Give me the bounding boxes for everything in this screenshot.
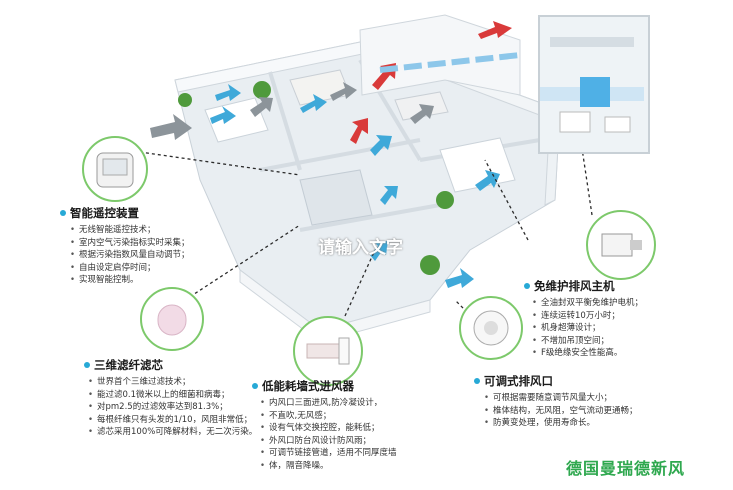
feature-item: 防黄变处理，使用寿命长。: [484, 417, 638, 430]
main-unit-callout: [538, 15, 650, 154]
feature-remote-control: 智能遥控装置 无线智能遥控技术； 室内空气污染指标实时采集； 根据污染指数风量自…: [60, 205, 190, 287]
feature-item: F级绝缘安全性能高。: [532, 347, 643, 360]
feature-item: 设有气体交换控腔，能耗低；: [260, 422, 397, 435]
wall-inlet-image: [293, 316, 363, 386]
feature-item: 连续运转10万小时；: [532, 310, 643, 323]
bullet-dot-icon: [474, 378, 480, 384]
feature-item: 实现智能控制。: [70, 274, 190, 287]
exhaust-vent-image: [459, 296, 523, 360]
feature-exhaust-unit: 免维护排风主机 全油封双平衡免维护电机； 连续运转10万小时； 机身超薄设计； …: [524, 278, 643, 360]
feature-item: 体，隔音降噪。: [260, 460, 397, 473]
feature-item: 室内空气污染指标实时采集；: [70, 237, 190, 250]
feature-item: 可调节链接管道，适用不同厚度墙: [260, 447, 397, 460]
feature-title: 智能遥控装置: [60, 205, 190, 221]
bullet-dot-icon: [60, 210, 66, 216]
feature-item: 能过滤0.1微米以上的细菌和病毒；: [88, 389, 257, 402]
feature-item: 无线智能遥控技术；: [70, 224, 190, 237]
ventilation-unit-illustration: [540, 37, 644, 133]
feature-wall-inlet: 低能耗墙式进风器 内风口三面进风,防冷凝设计， 不直吹,无风感； 设有气体交换控…: [252, 378, 397, 472]
bullet-dot-icon: [524, 283, 530, 289]
feature-item: 外风口防台风设计防风雨；: [260, 435, 397, 448]
feature-item: 对pm2.5的过滤效率达到81.3%；: [88, 401, 257, 414]
feature-item: 根据污染指数风量自动调节；: [70, 249, 190, 262]
feature-item: 机身超薄设计；: [532, 322, 643, 335]
feature-item: 内风口三面进风,防冷凝设计，: [260, 397, 397, 410]
exhaust-unit-image: [586, 210, 656, 280]
feature-exhaust-vent: 可调式排风口 可根据需要随意调节风量大小； 椎体结构，无风阻，空气流动更通畅； …: [474, 373, 638, 430]
bullet-dot-icon: [84, 362, 90, 368]
feature-item: 世界首个三维过滤技术；: [88, 376, 257, 389]
feature-item: 不直吹,无风感；: [260, 410, 397, 423]
feature-item: 可根据需要随意调节风量大小；: [484, 392, 638, 405]
feature-filter: 三维滤纤滤芯 世界首个三维过滤技术； 能过滤0.1微米以上的细菌和病毒； 对pm…: [84, 357, 257, 439]
filter-image: [140, 287, 204, 351]
bullet-dot-icon: [252, 383, 258, 389]
feature-item: 椎体结构，无风阻，空气流动更通畅；: [484, 405, 638, 418]
feature-item: 滤芯采用100%可降解材料，无二次污染。: [88, 426, 257, 439]
feature-item: 不增加吊顶空间；: [532, 335, 643, 348]
feature-item: 每根纤维只有头发的1/10，风阻非常低；: [88, 414, 257, 427]
feature-item: 自由设定启停时间；: [70, 262, 190, 275]
overlay-text: 请输入文字: [318, 238, 403, 258]
remote-control-image: [82, 136, 148, 202]
brand-name: 德国曼瑞德新风: [566, 459, 686, 478]
feature-item: 全油封双平衡免维护电机；: [532, 297, 643, 310]
